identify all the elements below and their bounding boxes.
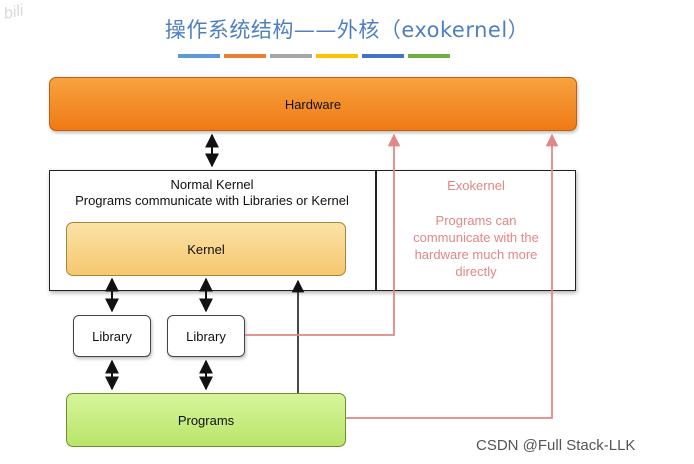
edge-programs-hardware-direct <box>346 133 559 419</box>
hardware-box: Hardware <box>49 77 577 131</box>
title-bar-darkblue <box>362 54 404 58</box>
programs-box: Programs <box>66 393 346 447</box>
exokernel-desc-line-3: hardware much more <box>414 247 538 262</box>
title-bar-blue <box>178 54 220 58</box>
title-bar-orange <box>224 54 266 58</box>
title-bar-yellow <box>316 54 358 58</box>
exokernel-desc-line-1: Programs can <box>435 213 517 228</box>
hardware-label: Hardware <box>284 96 342 112</box>
library-2-label: Library <box>186 328 226 344</box>
slide-title: 操作系统结构——外核（exokernel） <box>164 18 530 42</box>
kernel-label: Kernel <box>187 241 225 257</box>
library-box-2: Library <box>167 315 245 357</box>
csdn-credit: CSDN @Full Stack-LLK <box>476 437 636 454</box>
title-bar-green <box>408 54 450 58</box>
title-bar-gray <box>270 54 312 58</box>
library-1-label: Library <box>92 328 132 344</box>
exokernel-description: Programs can communicate with the hardwa… <box>378 212 574 280</box>
normal-kernel-title: Normal Kernel Programs communicate with … <box>49 177 375 209</box>
normal-kernel-subtitle: Programs communicate with Libraries or K… <box>75 193 349 208</box>
library-box-1: Library <box>73 315 151 357</box>
normal-kernel-label: Normal Kernel <box>170 177 254 192</box>
exokernel-title: Exokernel <box>447 178 505 193</box>
exokernel-desc-line-4: directly <box>455 264 497 279</box>
exokernel-desc-line-2: communicate with the <box>413 230 539 245</box>
kernel-box: Kernel <box>66 222 346 276</box>
programs-label: Programs <box>177 412 235 428</box>
exokernel-divider <box>375 170 377 291</box>
edge-library-hardware-direct <box>245 133 401 336</box>
